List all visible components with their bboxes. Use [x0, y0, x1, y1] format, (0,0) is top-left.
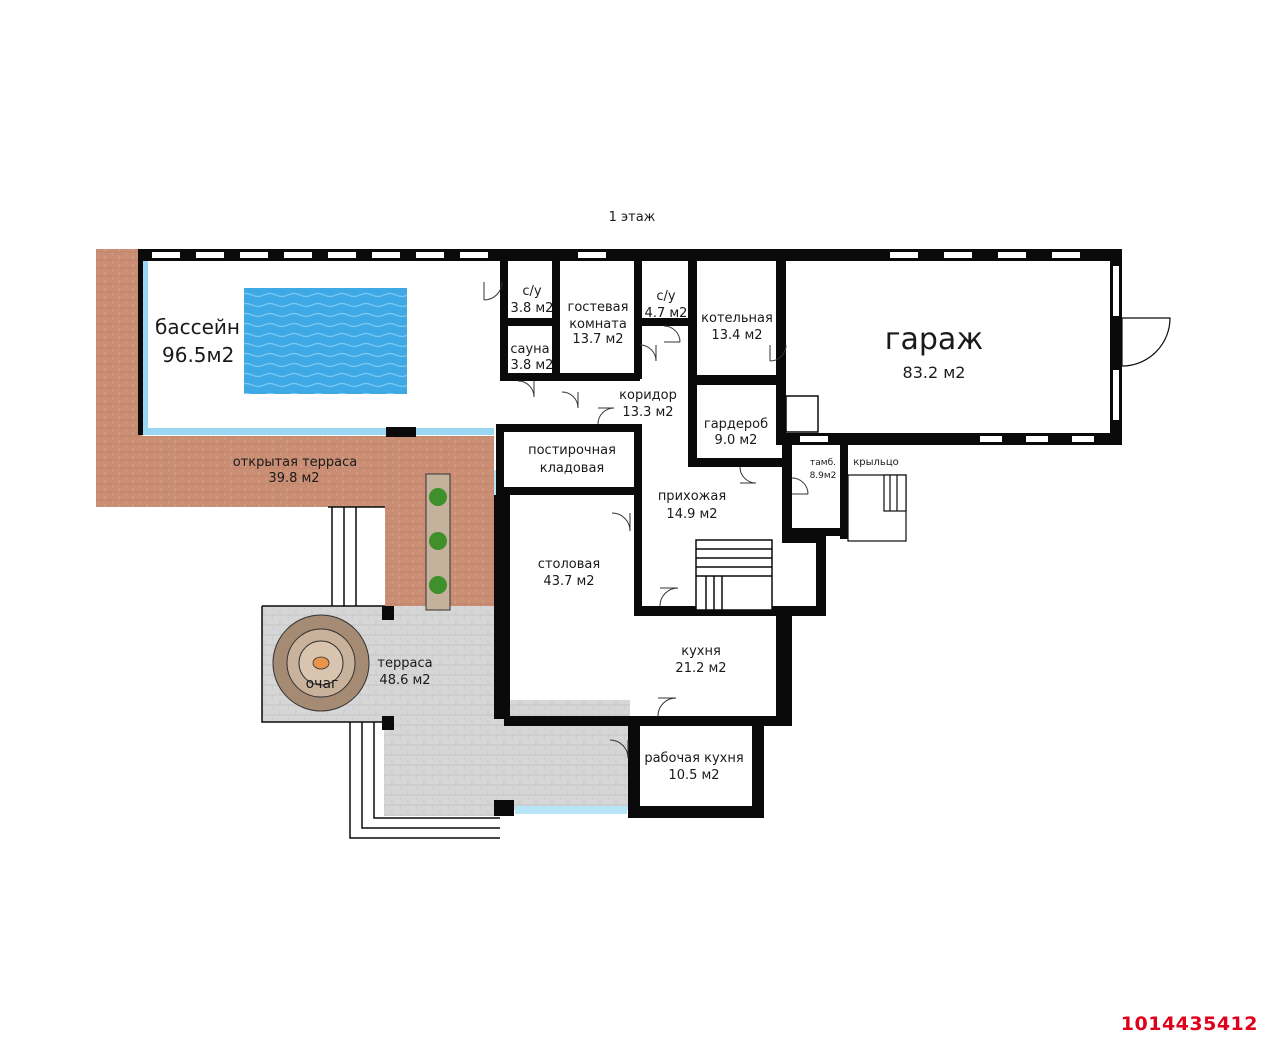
sauna-area: 3.8 м2 [511, 358, 554, 373]
hall-area: 14.9 м2 [666, 507, 717, 522]
boiler-name: котельная [701, 311, 773, 326]
pool-water [244, 288, 407, 394]
plant-icon [429, 576, 447, 594]
work-kitchen-area: 10.5 м2 [668, 768, 719, 783]
wc2-area: 4.7 м2 [645, 306, 688, 321]
hearth [272, 614, 370, 712]
wc1-name: с/у [522, 284, 542, 299]
wardrobe-area: 9.0 м2 [715, 433, 758, 448]
vestibule-name: тамб. [810, 458, 836, 468]
terrace-area: 48.6 м2 [379, 673, 430, 688]
garage-name: гараж [885, 322, 984, 357]
hearth-name: очаг [306, 676, 339, 692]
pool-edge [142, 428, 494, 435]
porch-steps [847, 474, 907, 542]
corridor-area: 13.3 м2 [622, 405, 673, 420]
dining-name: столовая [538, 557, 600, 572]
entry-cabinet [785, 395, 819, 433]
listing-id: 1014435412 [1120, 1013, 1258, 1035]
garage-area: 83.2 м2 [903, 363, 966, 382]
stairs [695, 539, 773, 611]
window-notches [152, 252, 1119, 442]
linen-name-1: постирочная [528, 443, 616, 458]
work-kitchen-name: рабочая кухня [644, 751, 743, 766]
plant-icon [429, 488, 447, 506]
floor-title: 1 этаж [609, 210, 656, 225]
dining-area: 43.7 м2 [543, 574, 594, 589]
hall-name: прихожая [658, 489, 726, 504]
kitchen-area: 21.2 м2 [675, 661, 726, 676]
open-terrace-area: 39.8 м2 [268, 471, 319, 486]
guest-area: 13.7 м2 [572, 332, 623, 347]
pool-room-name: бассейн [155, 315, 240, 339]
pool-room-area: 96.5м2 [162, 343, 234, 367]
open-terrace-name: открытая терраса [233, 455, 358, 470]
guest-name-2: комната [569, 317, 627, 332]
vestibule-area: 8.9м2 [810, 471, 837, 481]
guest-name-1: гостевая [568, 300, 629, 315]
corridor-name: коридор [619, 388, 677, 403]
wc2-name: с/у [656, 289, 676, 304]
wardrobe-name: гардероб [704, 417, 768, 432]
window-terrace-south [515, 806, 627, 814]
sauna-name: сауна [510, 342, 549, 357]
linen-name-2: кладовая [540, 461, 605, 476]
garage-door-swing [1121, 317, 1171, 367]
wc1-area: 3.8 м2 [511, 301, 554, 316]
porch-name: крыльцо [853, 457, 899, 468]
terrace-railings [261, 506, 500, 839]
door-swings [483, 281, 865, 759]
kitchen-name: кухня [681, 644, 721, 659]
plant-icon [429, 532, 447, 550]
terrace-name: терраса [377, 656, 432, 671]
pool-side-edge [142, 260, 148, 432]
boiler-area: 13.4 м2 [711, 328, 762, 343]
